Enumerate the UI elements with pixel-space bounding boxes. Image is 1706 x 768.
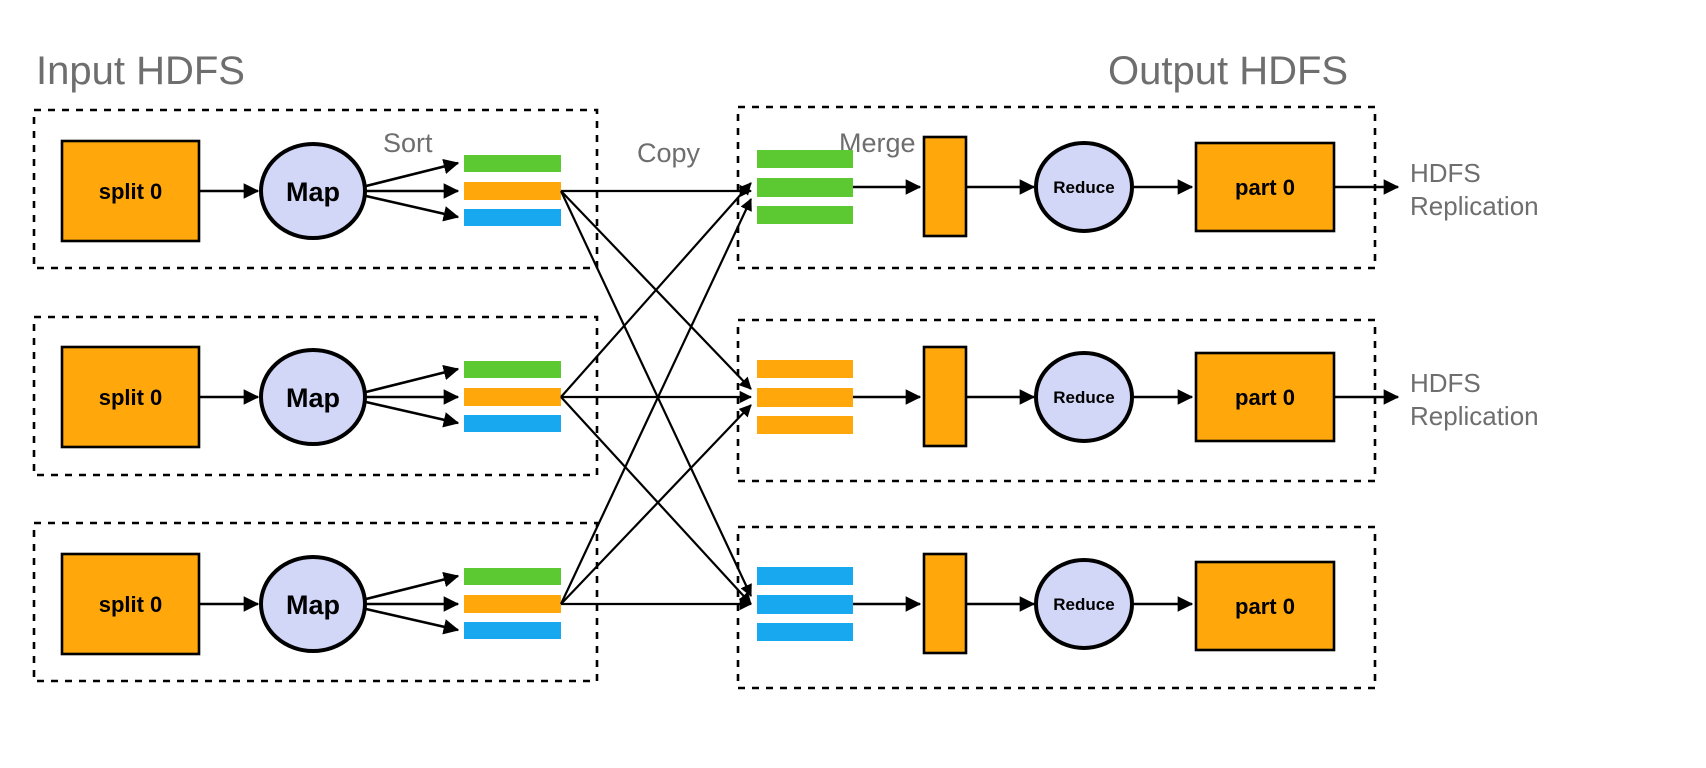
shuffle-edge-m2-r3 bbox=[560, 396, 752, 605]
reduce-buffer-3-seg-1 bbox=[757, 567, 853, 585]
map-to-partition-arrow-2c bbox=[365, 400, 460, 428]
reduce-row-2: Reduce part 0 HDFS Replication bbox=[757, 345, 1539, 448]
merge-bar-1 bbox=[922, 135, 968, 238]
reduce-node-label-3: Reduce bbox=[1053, 595, 1114, 614]
replication-label-2-line2: Replication bbox=[1410, 401, 1539, 431]
split-box-label-3: split 0 bbox=[99, 592, 163, 617]
map-partition-green-2 bbox=[464, 361, 561, 378]
map-row-3: split 0 Map bbox=[60, 552, 561, 656]
sort-label: Sort bbox=[383, 128, 433, 158]
reduce-buffer-1-seg-2 bbox=[757, 178, 853, 197]
output-hdfs-title: Output HDFS bbox=[1108, 49, 1348, 93]
shuffle-edges bbox=[560, 182, 752, 611]
map-partition-orange-1 bbox=[464, 182, 561, 200]
reduce-host-frame-2 bbox=[736, 318, 1377, 483]
replication-label-1-line1: HDFS bbox=[1410, 158, 1481, 188]
replication-label-2-line1: HDFS bbox=[1410, 368, 1481, 398]
split-box-label-1: split 0 bbox=[99, 179, 163, 204]
split-box-2 bbox=[60, 345, 201, 449]
part-box-label-1: part 0 bbox=[1235, 175, 1295, 200]
replication-label-1-line2: Replication bbox=[1410, 191, 1539, 221]
merge-bar-2 bbox=[922, 345, 968, 448]
map-host-frame-2 bbox=[32, 315, 599, 477]
reduce-row-3: Reduce part 0 bbox=[757, 552, 1336, 655]
reduce-row-1: Reduce part 0 HDFS Replication bbox=[757, 135, 1539, 238]
shuffle-edge-m1-r3 bbox=[560, 190, 752, 597]
input-hdfs-title: Input HDFS bbox=[36, 49, 245, 93]
map-node-3 bbox=[259, 555, 367, 653]
reduce-buffer-3-seg-3 bbox=[757, 623, 853, 641]
part-box-2 bbox=[1194, 351, 1336, 443]
part-box-label-3: part 0 bbox=[1235, 594, 1295, 619]
map-partition-orange-3 bbox=[464, 595, 561, 613]
part-box-label-2: part 0 bbox=[1235, 385, 1295, 410]
merge-bar-3 bbox=[922, 552, 968, 655]
shuffle-edge-m3-r1 bbox=[560, 198, 752, 605]
map-partition-green-3 bbox=[464, 568, 561, 585]
map-to-partition-arrow-2a bbox=[365, 364, 460, 394]
map-to-partition-arrow-1a bbox=[365, 158, 460, 188]
copy-label: Copy bbox=[637, 138, 701, 168]
map-node-2 bbox=[259, 348, 367, 446]
reduce-buffer-3-seg-2 bbox=[757, 595, 853, 614]
reduce-host-frame-3 bbox=[736, 525, 1377, 690]
map-to-partition-arrow-1c bbox=[365, 194, 460, 222]
map-partition-orange-2 bbox=[464, 388, 561, 406]
map-partition-blue-1 bbox=[464, 209, 561, 226]
map-partition-blue-2 bbox=[464, 415, 561, 432]
part-box-1 bbox=[1194, 141, 1336, 233]
map-to-partition-arrow-3c bbox=[365, 607, 460, 635]
reduce-buffer-2-seg-3 bbox=[757, 416, 853, 434]
map-node-label-2: Map bbox=[286, 383, 340, 413]
reduce-buffer-1-seg-1 bbox=[757, 150, 853, 168]
split-box-label-2: split 0 bbox=[99, 385, 163, 410]
map-host-frame-1 bbox=[32, 108, 599, 270]
map-to-partition-arrow-3a bbox=[365, 571, 460, 601]
map-row-2: split 0 Map bbox=[60, 345, 561, 449]
map-node-label-1: Map bbox=[286, 177, 340, 207]
map-host-frame-3 bbox=[32, 521, 599, 683]
map-node-1 bbox=[259, 142, 367, 240]
reduce-node-label-2: Reduce bbox=[1053, 388, 1114, 407]
reduce-buffer-1-seg-3 bbox=[757, 206, 853, 224]
part-box-3 bbox=[1194, 560, 1336, 652]
map-node-label-3: Map bbox=[286, 590, 340, 620]
split-box-1 bbox=[60, 139, 201, 243]
split-box-3 bbox=[60, 552, 201, 656]
shuffle-edge-m2-r1 bbox=[560, 182, 752, 398]
reduce-buffer-2-seg-1 bbox=[757, 360, 853, 378]
shuffle-edge-m3-r2 bbox=[560, 404, 752, 605]
reduce-buffer-2-seg-2 bbox=[757, 388, 853, 407]
map-partition-green-1 bbox=[464, 155, 561, 172]
map-partition-blue-3 bbox=[464, 622, 561, 639]
map-row-1: split 0 Map bbox=[60, 139, 561, 243]
reduce-node-label-1: Reduce bbox=[1053, 178, 1114, 197]
